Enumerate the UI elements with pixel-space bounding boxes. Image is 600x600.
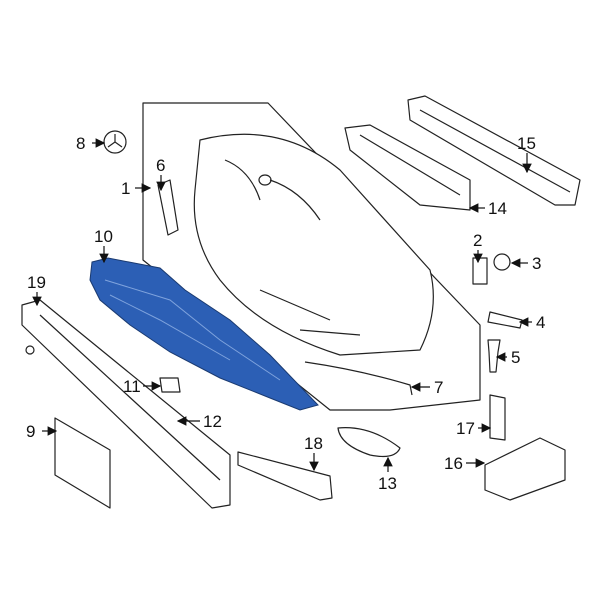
callout-6: 6 xyxy=(156,156,165,175)
callout-12: 12 xyxy=(203,412,222,431)
callout-1: 1 xyxy=(121,179,130,198)
callout-2: 2 xyxy=(473,231,482,250)
callout-10: 10 xyxy=(94,227,113,246)
grille-13[interactable] xyxy=(337,427,401,458)
bracket-17[interactable] xyxy=(489,394,506,441)
callout-15: 15 xyxy=(517,134,536,153)
callout-9: 9 xyxy=(26,422,35,441)
callout-4: 4 xyxy=(536,313,545,332)
molding-18[interactable] xyxy=(237,451,333,501)
callout-5: 5 xyxy=(511,348,520,367)
clip-2[interactable] xyxy=(472,257,488,285)
callout-14: 14 xyxy=(488,199,507,218)
callout-3: 3 xyxy=(532,254,541,273)
clip-11[interactable] xyxy=(159,377,181,393)
bracket-4[interactable] xyxy=(487,311,523,329)
screw-3[interactable] xyxy=(493,253,511,271)
callout-17: 17 xyxy=(456,419,475,438)
callout-13: 13 xyxy=(378,474,397,493)
callout-7: 7 xyxy=(434,378,443,397)
bolt-5[interactable] xyxy=(487,339,501,373)
leader-lines xyxy=(32,138,532,472)
callout-19: 19 xyxy=(27,273,46,292)
callout-8: 8 xyxy=(76,134,85,153)
molding-7[interactable] xyxy=(304,361,413,396)
splash-shield-10[interactable] xyxy=(89,257,319,411)
callout-labels: 1 2 3 4 5 6 7 8 9 10 11 12 13 14 15 16 1… xyxy=(26,134,545,493)
callout-16: 16 xyxy=(444,454,463,473)
callout-11: 11 xyxy=(123,377,141,396)
bumper-cover[interactable] xyxy=(193,133,434,356)
bracket-16[interactable] xyxy=(484,437,566,501)
callout-18: 18 xyxy=(304,434,323,453)
bracket-6[interactable] xyxy=(157,179,179,236)
license-bracket-9[interactable] xyxy=(54,417,111,509)
